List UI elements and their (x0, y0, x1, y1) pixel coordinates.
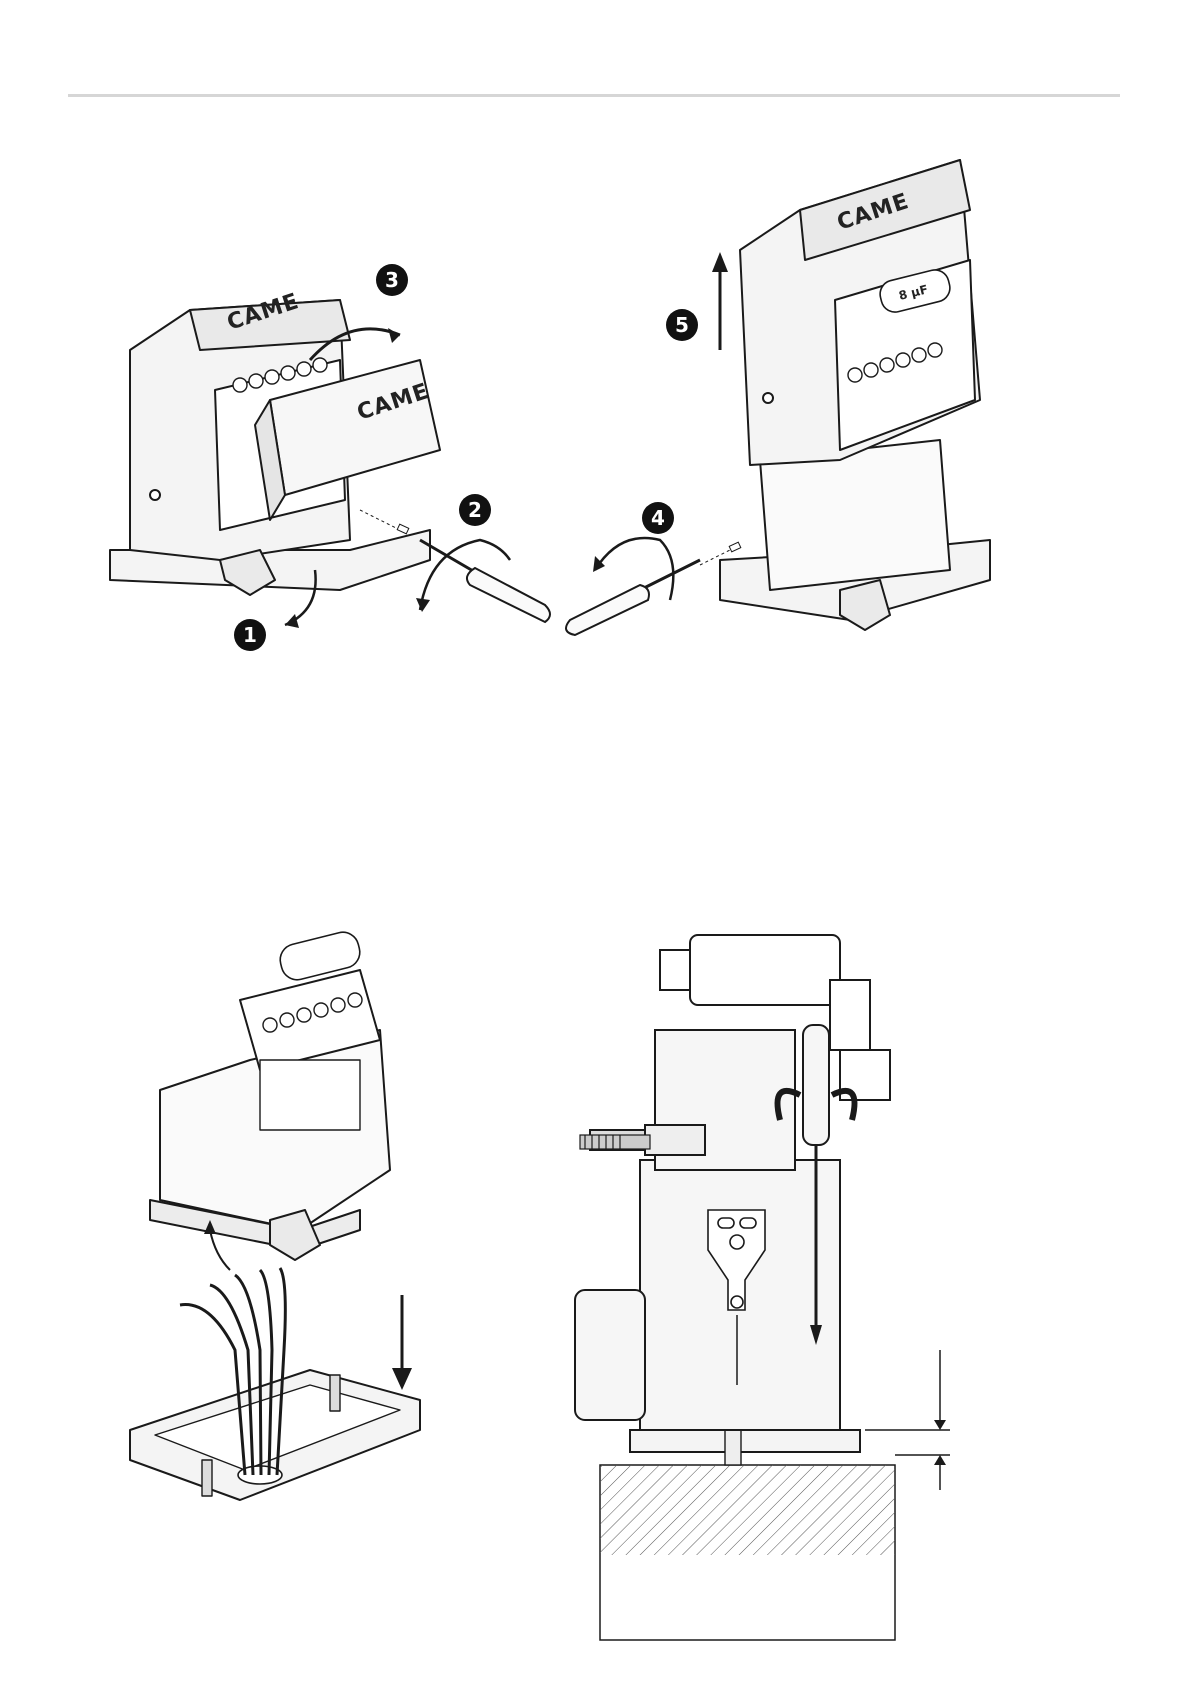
position-on-base-drawing (120, 930, 490, 1630)
step-badge-1: 1 (234, 619, 266, 651)
anchor-bolt (330, 1375, 340, 1411)
down-arrow-icon (392, 1295, 412, 1390)
header-rule (68, 94, 1120, 97)
figure-lift-housing: 5 CAME 8 µF (590, 160, 1070, 680)
figure-height-adjustment (600, 930, 1050, 1640)
release-lever (840, 580, 890, 630)
height-adjustment-drawing (600, 930, 1050, 1640)
anchor-bolt (202, 1460, 212, 1496)
motor-side (575, 1290, 645, 1420)
base-plate (630, 1430, 860, 1452)
rotate-arrow-icon (420, 540, 510, 610)
figure-position-on-base (120, 930, 490, 1630)
step-badge-2: 2 (459, 494, 491, 526)
step-badge-3: 3 (376, 264, 408, 296)
screwdriver-icon (420, 540, 550, 622)
threaded-rod (580, 1135, 650, 1149)
svg-text:1: 1 (243, 623, 257, 647)
svg-text:2: 2 (468, 498, 482, 522)
up-arrow-icon (712, 252, 728, 350)
lift-housing-drawing: 5 CAME 8 µF (590, 160, 1070, 680)
svg-text:5: 5 (675, 313, 689, 337)
remove-cover-drawing: CAME CAME 3 2 1 (100, 250, 570, 710)
step-badge-4: 4 (642, 502, 674, 534)
step-badge-5: 5 (666, 309, 698, 341)
figure-remove-cover: CAME CAME 3 2 1 (100, 250, 570, 710)
svg-text:4: 4 (651, 506, 665, 530)
svg-text:3: 3 (385, 268, 399, 292)
capacitor (690, 935, 840, 1005)
screwdriver-icon (566, 560, 700, 635)
